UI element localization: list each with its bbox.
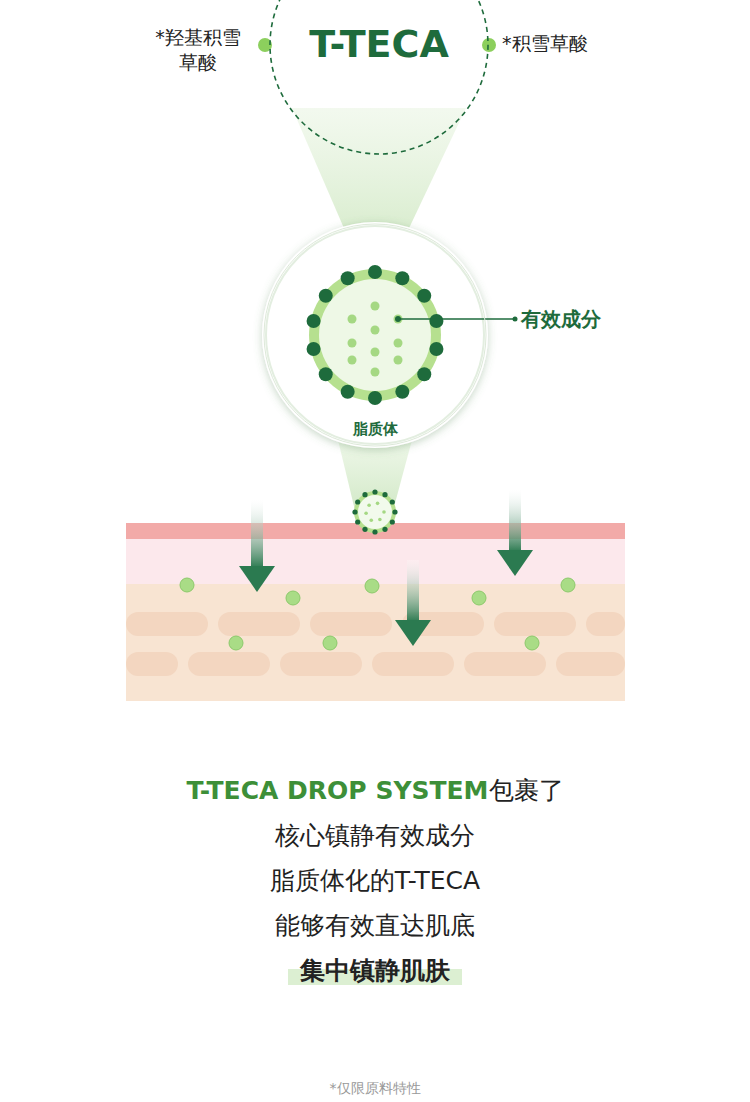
callout-label: 有效成分 xyxy=(521,306,661,332)
circle-node: T-TECA xyxy=(268,0,490,156)
caption-text: 包裹了 xyxy=(489,776,564,805)
caption-text: 能够有效直达肌底 xyxy=(275,911,475,940)
footnote: *仅限原料特性 xyxy=(0,1080,750,1098)
ingredient-label: *积雪草酸 xyxy=(502,31,632,56)
ingredient-label: *羟基积雪 草酸 xyxy=(146,25,250,74)
node-text: T-TECA xyxy=(268,22,490,66)
circle-node: 脂质体 xyxy=(262,222,488,448)
caption-line: 能够有效直达肌底 xyxy=(0,903,750,948)
caption-line: 集中镇静肌肤 xyxy=(0,948,750,993)
circle-outline xyxy=(262,222,488,448)
caption-text: 脂质体化的T-TECA xyxy=(270,866,480,895)
circle-border xyxy=(264,224,486,446)
caption-emphasis: 集中镇静肌肤 xyxy=(288,956,462,985)
caption-line: T-TECA DROP SYSTEM包裹了 xyxy=(0,768,750,813)
caption-line: 核心镇静有效成分 xyxy=(0,813,750,858)
caption-block: T-TECA DROP SYSTEM包裹了核心镇静有效成分脂质体化的T-TECA… xyxy=(0,768,750,993)
caption-highlight: T-TECA DROP SYSTEM xyxy=(186,776,488,805)
node-text: 脂质体 xyxy=(262,420,488,439)
caption-line: 脂质体化的T-TECA xyxy=(0,858,750,903)
caption-text: 核心镇静有效成分 xyxy=(275,821,475,850)
